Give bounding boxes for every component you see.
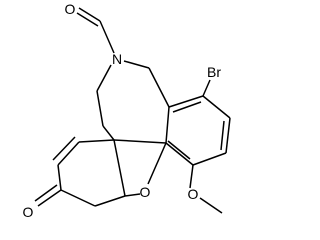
- bond-benz-3: [225, 117, 231, 154]
- atom-ketone-oxygen: O: [23, 204, 34, 220]
- bond-benz-1: [168, 95, 204, 108]
- bond-n-ch2-right: [123, 60, 150, 69]
- atom-aldehyde-oxygen: O: [65, 1, 76, 17]
- bond-alkene-outer: [57, 141, 80, 166]
- bond-benz-3-inner: [220, 120, 225, 151]
- bond-ketone-inner: [34, 184, 58, 202]
- bond-aldehyde-cn: [99, 20, 115, 54]
- bond-ofuran-ch: [124, 193, 141, 197]
- bond-benz-2: [202, 95, 231, 119]
- bond-benz-5: [165, 142, 194, 166]
- bond-ch2-quat: [102, 125, 115, 141]
- bond-alkene-carbonyl: [57, 164, 62, 191]
- molecule-structure: O N Br O O O: [23, 1, 231, 220]
- bond-benz-1-inner: [172, 101, 202, 113]
- bond-alkene-inner: [52, 136, 76, 161]
- bond-ch2-aryl: [148, 67, 170, 108]
- bond-aldehyde-co-outer: [78, 7, 101, 22]
- bond-c-br: [202, 79, 211, 97]
- bond-c-ome: [189, 164, 194, 189]
- bond-aldehyde-co-inner: [76, 12, 99, 27]
- bond-benz-6: [165, 106, 170, 144]
- bond-o-me: [199, 197, 223, 214]
- bond-quat-aryl: [113, 139, 167, 144]
- atom-labels: O N Br O O O: [23, 1, 222, 220]
- bond-n-ch2-left: [96, 64, 112, 92]
- bond-ch-quat: [113, 139, 126, 197]
- atom-furan-oxygen: O: [140, 184, 151, 200]
- atom-bromine: Br: [207, 64, 221, 80]
- bond-ketone-outer: [37, 189, 62, 207]
- bond-quat-alkene: [78, 139, 115, 143]
- bond-ch2-ch2: [96, 90, 104, 127]
- bond-aryl-ofuran: [147, 142, 167, 185]
- bond-benz-4: [192, 152, 227, 166]
- bond-carbonyl-ch2: [60, 189, 96, 207]
- atom-ring-nitrogen: N: [112, 51, 122, 67]
- atom-methoxy-oxygen: O: [188, 186, 199, 202]
- bond-benz-5-inner: [167, 140, 191, 160]
- bond-ch2-ch: [94, 195, 126, 207]
- bonds: [34, 7, 231, 214]
